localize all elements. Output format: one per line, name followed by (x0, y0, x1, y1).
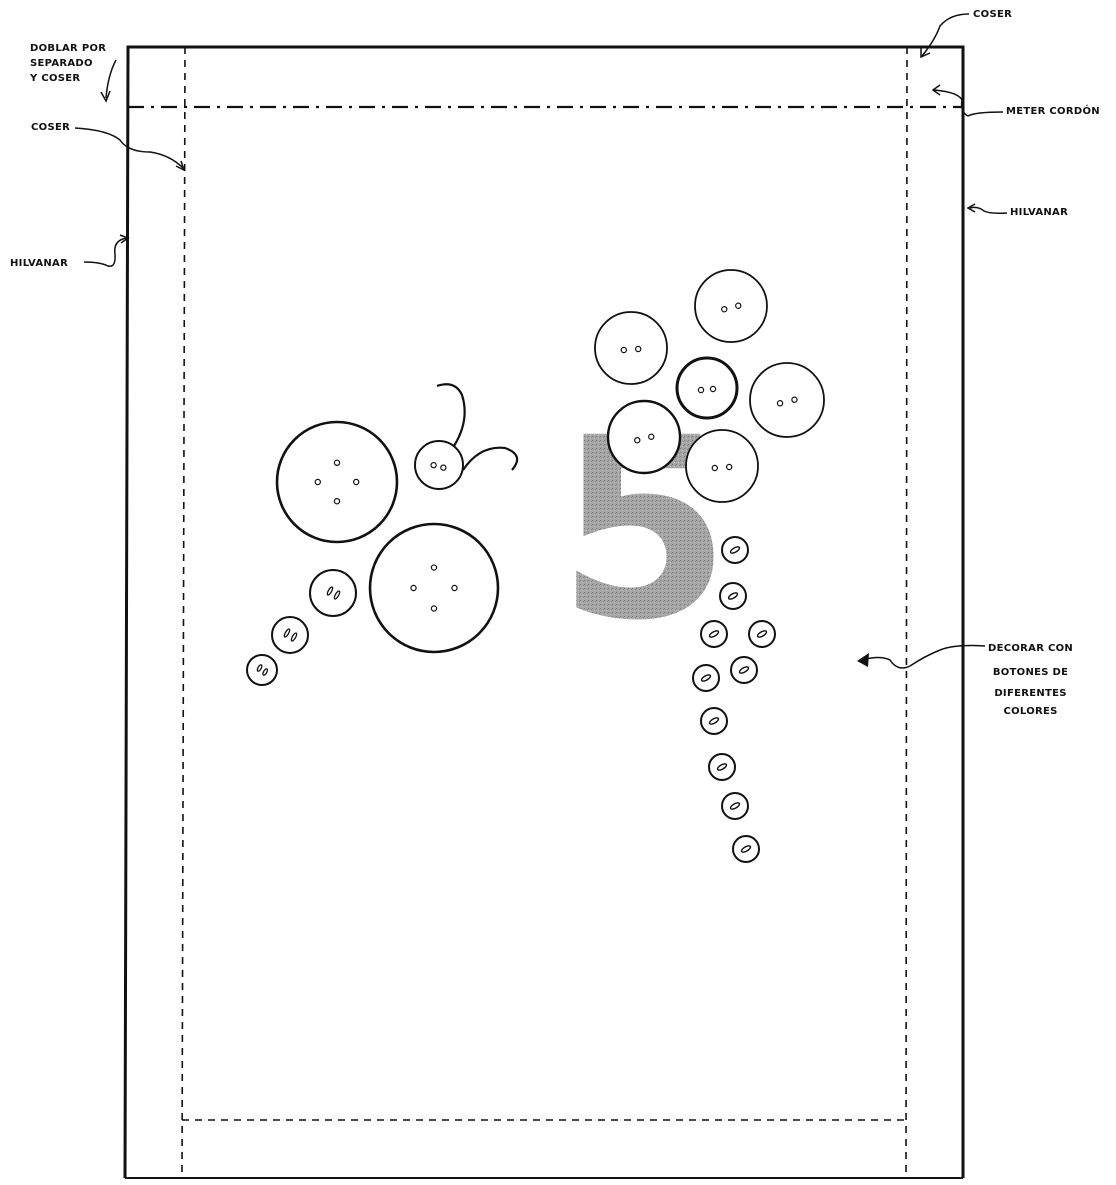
decorar-arrow (861, 644, 986, 669)
button-3 (414, 440, 464, 490)
right-seam-line (905, 46, 908, 1179)
label-decorar-line-3: DIFERENTES (994, 688, 1067, 699)
button-8 (694, 269, 768, 343)
label-decorar-line-2: BOTONES DE (992, 667, 1069, 678)
button-holes (314, 459, 360, 505)
button-holes (729, 546, 741, 554)
button-11 (606, 399, 682, 475)
label-doblar-line-3: Y COSER (30, 73, 81, 84)
label-coser-top: COSER (973, 9, 1013, 20)
hilvanar-left-arrow (83, 237, 128, 267)
decorar-arrowhead (857, 653, 869, 667)
button-10 (749, 362, 825, 438)
antenna-top (436, 383, 466, 447)
label-hilvanar-right: HILVANAR (1010, 207, 1069, 218)
doblar-arrow (105, 59, 117, 99)
button-holes (697, 385, 717, 394)
label-meter-cordon: METER CORDÓN (1006, 106, 1100, 117)
label-decorar-line-4: COLORES (1003, 706, 1058, 717)
button-holes (634, 433, 655, 444)
button-1 (275, 420, 399, 544)
button-19 (700, 707, 728, 735)
left-seam-line (181, 46, 186, 1179)
label-doblar: DOBLAR POR SEPARADO Y COSER (30, 41, 106, 86)
button-holes (727, 592, 739, 600)
label-doblar-line-1: DOBLAR POR (30, 43, 107, 54)
button-holes (708, 717, 720, 725)
button-holes (711, 463, 733, 472)
button-4 (309, 569, 357, 617)
button-20 (708, 753, 736, 781)
annotation-arrows (74, 13, 1008, 669)
button-9 (675, 356, 739, 420)
button-17 (692, 664, 720, 692)
button-holes (256, 664, 269, 676)
button-holes (700, 674, 712, 682)
button-holes (729, 802, 741, 810)
label-hilvanar-left: HILVANAR (10, 258, 69, 269)
fabric-outline (123, 45, 965, 1179)
button-6 (246, 654, 278, 686)
decorative-buttons (246, 269, 825, 863)
button-14 (719, 582, 747, 610)
meter-cordon-arrow (933, 89, 1004, 117)
button-holes (326, 586, 341, 600)
label-decorar: DECORAR CON BOTONES DE DIFERENTES COLORE… (988, 637, 1073, 721)
button-holes (776, 396, 798, 407)
button-holes (410, 564, 458, 612)
button-holes (740, 845, 752, 853)
button-holes (756, 630, 768, 638)
button-holes (738, 666, 750, 674)
button-holes (716, 763, 728, 771)
button-16 (748, 620, 776, 648)
button-holes (721, 302, 742, 313)
button-15 (700, 620, 728, 648)
button-13 (721, 536, 749, 564)
label-decorar-line-1: DECORAR CON (988, 643, 1074, 654)
button-holes (283, 628, 298, 642)
coser-left-arrow (74, 127, 184, 169)
button-18 (730, 656, 758, 684)
button-holes (620, 345, 642, 354)
button-holes (430, 461, 447, 471)
button-2 (368, 522, 500, 654)
button-5 (271, 616, 309, 654)
antenna-right (462, 446, 519, 471)
label-doblar-line-2: SEPARADO (30, 58, 93, 69)
button-7 (594, 311, 668, 385)
coser-top-arrow (921, 13, 970, 57)
button-22 (732, 835, 760, 863)
button-21 (721, 792, 749, 820)
button-holes (708, 630, 720, 638)
button-12 (685, 429, 759, 503)
label-coser-left: COSER (31, 122, 71, 133)
hilvanar-right-arrow (969, 206, 1008, 214)
